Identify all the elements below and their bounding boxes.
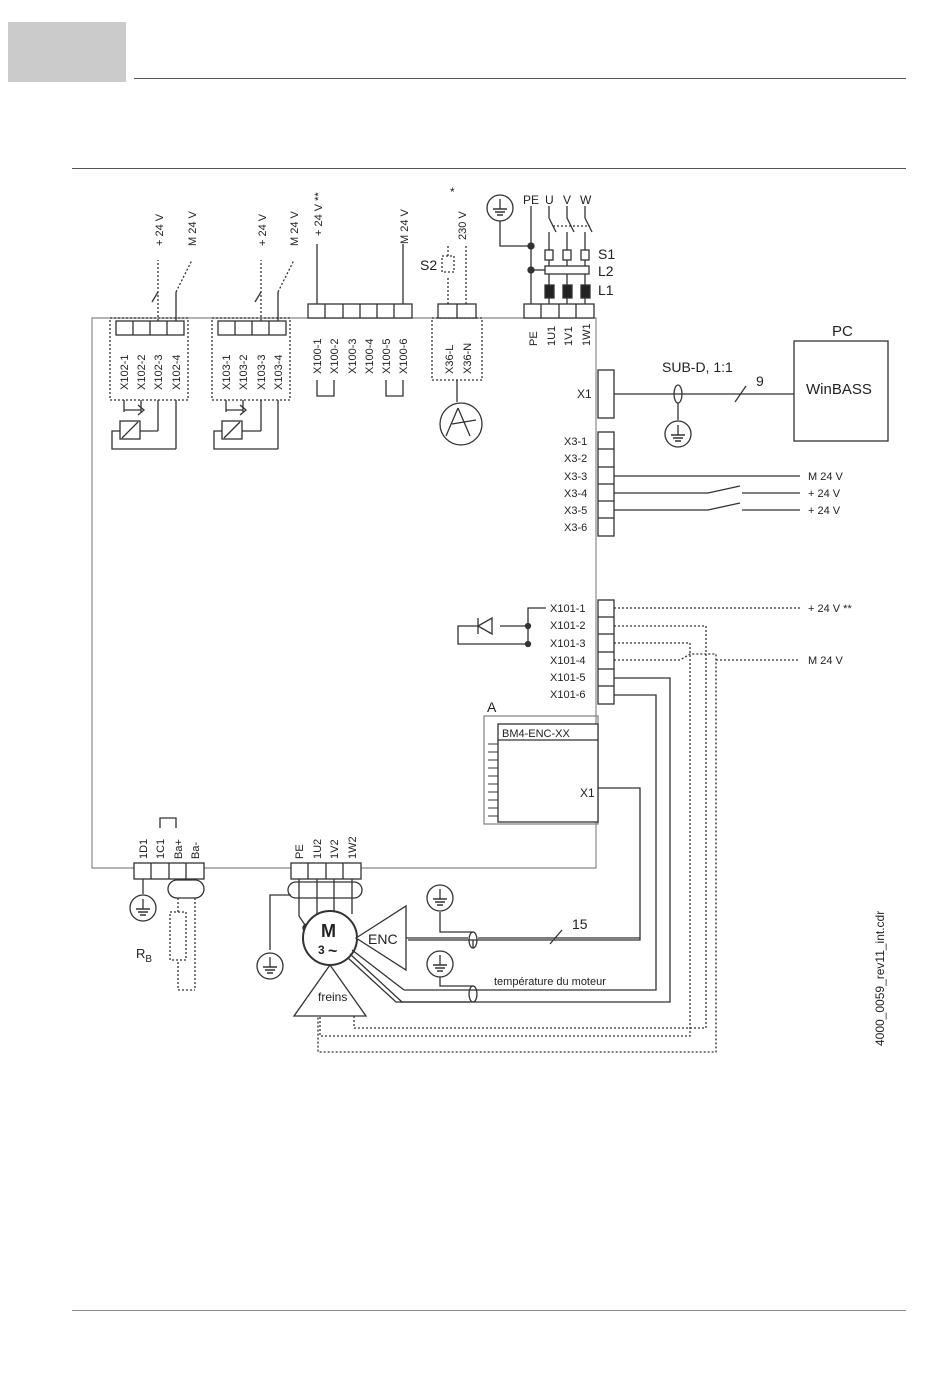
- x101-1-label: X101-1: [550, 603, 585, 615]
- x101-4-signal: M 24 V: [808, 655, 844, 667]
- l2-label: L2: [598, 263, 614, 279]
- mains-1v1-label: 1V1: [563, 326, 575, 346]
- l1-label: L1: [598, 282, 614, 298]
- x102-connector: [109, 259, 193, 450]
- x100-connector: [307, 244, 413, 397]
- x36-connector: [431, 244, 483, 446]
- v-label: V: [563, 193, 571, 207]
- brake-ba-minus-label: Ba-: [190, 842, 202, 859]
- x101-2-label: X101-2: [550, 620, 585, 632]
- mains-1w1-label: 1W1: [581, 323, 593, 346]
- brake-1d1-label: 1D1: [138, 839, 150, 859]
- file-label: 4000_0059_rev11_int.cdr: [873, 911, 887, 1046]
- cable-15-label: 15: [572, 916, 588, 932]
- x103-3-label: X103-3: [256, 355, 268, 390]
- x103-plus24-label: + 24 V: [257, 213, 269, 246]
- sub-d-label: SUB-D, 1:1: [662, 359, 733, 375]
- cable-9-label: 9: [756, 373, 764, 389]
- x100-4-label: X100-4: [364, 339, 376, 374]
- x3-5-signal: + 24 V: [808, 505, 841, 517]
- v230-asterisk: *: [450, 185, 455, 199]
- x101-3-label: X101-3: [550, 638, 585, 650]
- s2-label: S2: [420, 257, 437, 273]
- x3-3-signal: M 24 V: [808, 471, 844, 483]
- x3-3-label: X3-3: [564, 471, 587, 483]
- motor-1u2-label: 1U2: [312, 839, 324, 859]
- pc-link: [597, 340, 889, 448]
- x103-2-label: X103-2: [238, 355, 250, 390]
- x3-connector: [597, 431, 800, 537]
- x102-3-label: X102-3: [153, 355, 165, 390]
- x100-6-label: X100-6: [398, 339, 410, 374]
- motor: [256, 862, 640, 1017]
- x101-5-label: X101-5: [550, 672, 585, 684]
- u-label: U: [545, 193, 554, 207]
- section-rule: [72, 168, 906, 169]
- motor-1w2-label: 1W2: [347, 836, 359, 859]
- brake-ba-plus-label: Ba+: [173, 839, 185, 859]
- x103-connector: [211, 259, 295, 450]
- motor-m-label: M: [321, 921, 336, 941]
- motor-phase-label: 3: [318, 943, 325, 957]
- x36-l-label: X36-L: [444, 345, 456, 374]
- x103-1-label: X103-1: [221, 355, 233, 390]
- motor-tilde: ~: [328, 943, 337, 960]
- drive-outline: [91, 317, 597, 869]
- x3-4-label: X3-4: [564, 488, 587, 500]
- pc-title: PC: [832, 323, 853, 340]
- x102-m24-label: M 24 V: [187, 210, 199, 246]
- mains-input: [486, 194, 595, 319]
- enc-label: ENC: [368, 931, 398, 947]
- s1-label: S1: [598, 246, 615, 262]
- corner-tab: [8, 22, 126, 82]
- x100-3-label: X100-3: [347, 339, 359, 374]
- footer-rule: [72, 1310, 906, 1311]
- brake-connector: [129, 817, 205, 991]
- x102-plus24-label: + 24 V: [154, 213, 166, 246]
- header-rule: [134, 78, 906, 79]
- encoder-module: [408, 715, 641, 941]
- x3-1-label: X3-1: [564, 436, 587, 448]
- motor-1v2-label: 1V2: [329, 839, 341, 859]
- pe-top-label: PE: [523, 193, 539, 207]
- x100-1-label: X100-1: [312, 339, 324, 374]
- mains-1u1-label: 1U1: [546, 326, 558, 346]
- w-label: W: [580, 193, 592, 207]
- x103-4-label: X103-4: [273, 355, 285, 390]
- motor-pe-label: PE: [294, 844, 306, 859]
- x101-connector: [317, 599, 800, 1053]
- x100-2-label: X100-2: [329, 339, 341, 374]
- x102-4-label: X102-4: [171, 355, 183, 390]
- x100-m24-label: M 24 V: [399, 208, 411, 244]
- x101-4-label: X101-4: [550, 655, 585, 667]
- x101-1-signal: + 24 V **: [808, 603, 852, 615]
- x3-6-label: X3-6: [564, 522, 587, 534]
- mains-pe-label: PE: [528, 331, 540, 346]
- x101-6-label: X101-6: [550, 689, 585, 701]
- x36-n-label: X36-N: [462, 343, 474, 374]
- x100-plus24-label: + 24 V **: [313, 192, 325, 236]
- winbass-label: WinBASS: [806, 381, 872, 398]
- x3-2-label: X3-2: [564, 453, 587, 465]
- x103-m24-label: M 24 V: [289, 210, 301, 246]
- x3-4-signal: + 24 V: [808, 488, 841, 500]
- x100-5-label: X100-5: [381, 339, 393, 374]
- module-a-label: A: [487, 699, 497, 715]
- brake-1c1-label: 1C1: [155, 839, 167, 859]
- v230-label: 230 V: [457, 211, 469, 240]
- module-name: BM4-ENC-XX: [502, 728, 571, 740]
- brakes-label: freins: [318, 990, 347, 1004]
- x102-2-label: X102-2: [136, 355, 148, 390]
- module-x1-label: X1: [580, 786, 595, 800]
- temperature-label: température du moteur: [494, 976, 606, 988]
- x3-5-label: X3-5: [564, 505, 587, 517]
- x1-label: X1: [577, 387, 592, 401]
- x102-1-label: X102-1: [119, 355, 131, 390]
- rb-label: RB: [136, 946, 152, 965]
